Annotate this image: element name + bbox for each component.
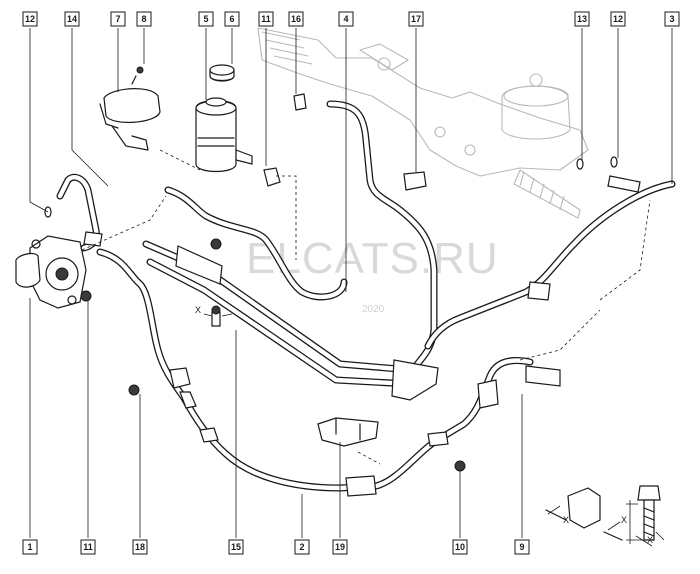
svg-text:8: 8 — [141, 14, 146, 24]
bolts — [80, 238, 466, 472]
callout-8: 8 — [136, 11, 152, 27]
svg-text:15: 15 — [231, 542, 241, 552]
svg-text:5: 5 — [203, 14, 208, 24]
callout-9: 9 — [514, 539, 530, 555]
svg-text:16: 16 — [291, 14, 301, 24]
clips-and-seals — [44, 93, 618, 218]
svg-text:12: 12 — [613, 14, 623, 24]
callout-3: 3 — [664, 11, 680, 27]
reservoir-bracket — [99, 66, 161, 151]
watermark-text: ELCATS.RU — [246, 234, 499, 283]
svg-text:18: 18 — [135, 542, 145, 552]
dimension-x-label-4: X — [195, 305, 201, 315]
reservoir-cap — [209, 64, 235, 82]
dashed-leaders — [81, 149, 651, 465]
svg-text:6: 6 — [229, 14, 234, 24]
callout-1: 1 — [22, 539, 38, 555]
svg-text:2: 2 — [299, 542, 304, 552]
hose-2 — [96, 248, 561, 497]
dimension-x-label-3: X — [647, 535, 653, 545]
bracket-19 — [317, 417, 379, 447]
dimension-x-label-2: X — [621, 515, 627, 525]
svg-text:11: 11 — [83, 542, 93, 552]
svg-text:10: 10 — [455, 542, 465, 552]
callout-15: 15 — [228, 539, 244, 555]
callout-19: 19 — [332, 539, 348, 555]
svg-text:14: 14 — [67, 14, 77, 24]
callout-16: 16 — [288, 11, 304, 27]
pressure-pipe — [56, 173, 103, 252]
svg-text:1: 1 — [27, 542, 32, 552]
svg-text:9: 9 — [519, 542, 524, 552]
twin-pipes — [142, 240, 439, 401]
svg-text:4: 4 — [343, 14, 348, 24]
fluid-reservoir — [195, 97, 253, 173]
callout-14: 14 — [64, 11, 80, 27]
callout-leaders — [29, 28, 673, 538]
detail-inset: X X X — [545, 485, 665, 547]
callout-13: 13 — [574, 11, 590, 27]
watermark-year: 2020 — [362, 304, 385, 315]
callout-17: 17 — [408, 11, 424, 27]
callout-12-top-left: 12 — [22, 11, 38, 27]
svg-text:12: 12 — [25, 14, 35, 24]
callout-2: 2 — [294, 539, 310, 555]
svg-text:17: 17 — [411, 14, 421, 24]
callout-5: 5 — [198, 11, 214, 27]
callout-6: 6 — [224, 11, 240, 27]
hose-3 — [424, 175, 676, 350]
callout-10: 10 — [452, 539, 468, 555]
svg-text:13: 13 — [577, 14, 587, 24]
callout-4: 4 — [338, 11, 354, 27]
hose-supply — [164, 186, 348, 301]
bolt-15-dimension: X — [195, 305, 233, 317]
steering-rack — [257, 27, 589, 219]
callout-7: 7 — [110, 11, 126, 27]
callout-12-top-right: 12 — [610, 11, 626, 27]
svg-text:3: 3 — [669, 14, 674, 24]
callout-11-bottom: 11 — [80, 539, 96, 555]
svg-text:11: 11 — [261, 14, 271, 24]
dimension-x-label-1: X — [563, 515, 569, 525]
callout-11-top: 11 — [258, 11, 274, 27]
svg-text:19: 19 — [335, 542, 345, 552]
callout-18: 18 — [132, 539, 148, 555]
power-steering-pump — [15, 235, 87, 309]
svg-text:7: 7 — [115, 14, 120, 24]
